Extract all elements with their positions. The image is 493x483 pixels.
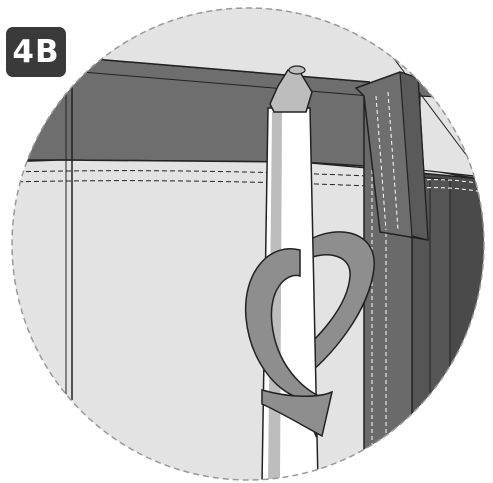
- roof-top-area: [12, 8, 484, 82]
- roof-inner-line: [81, 71, 371, 97]
- strap-end: [261, 389, 334, 438]
- fabric-tab-icon: [354, 71, 429, 241]
- step-label-badge: 4B: [6, 27, 66, 77]
- lens-border: [11, 7, 485, 481]
